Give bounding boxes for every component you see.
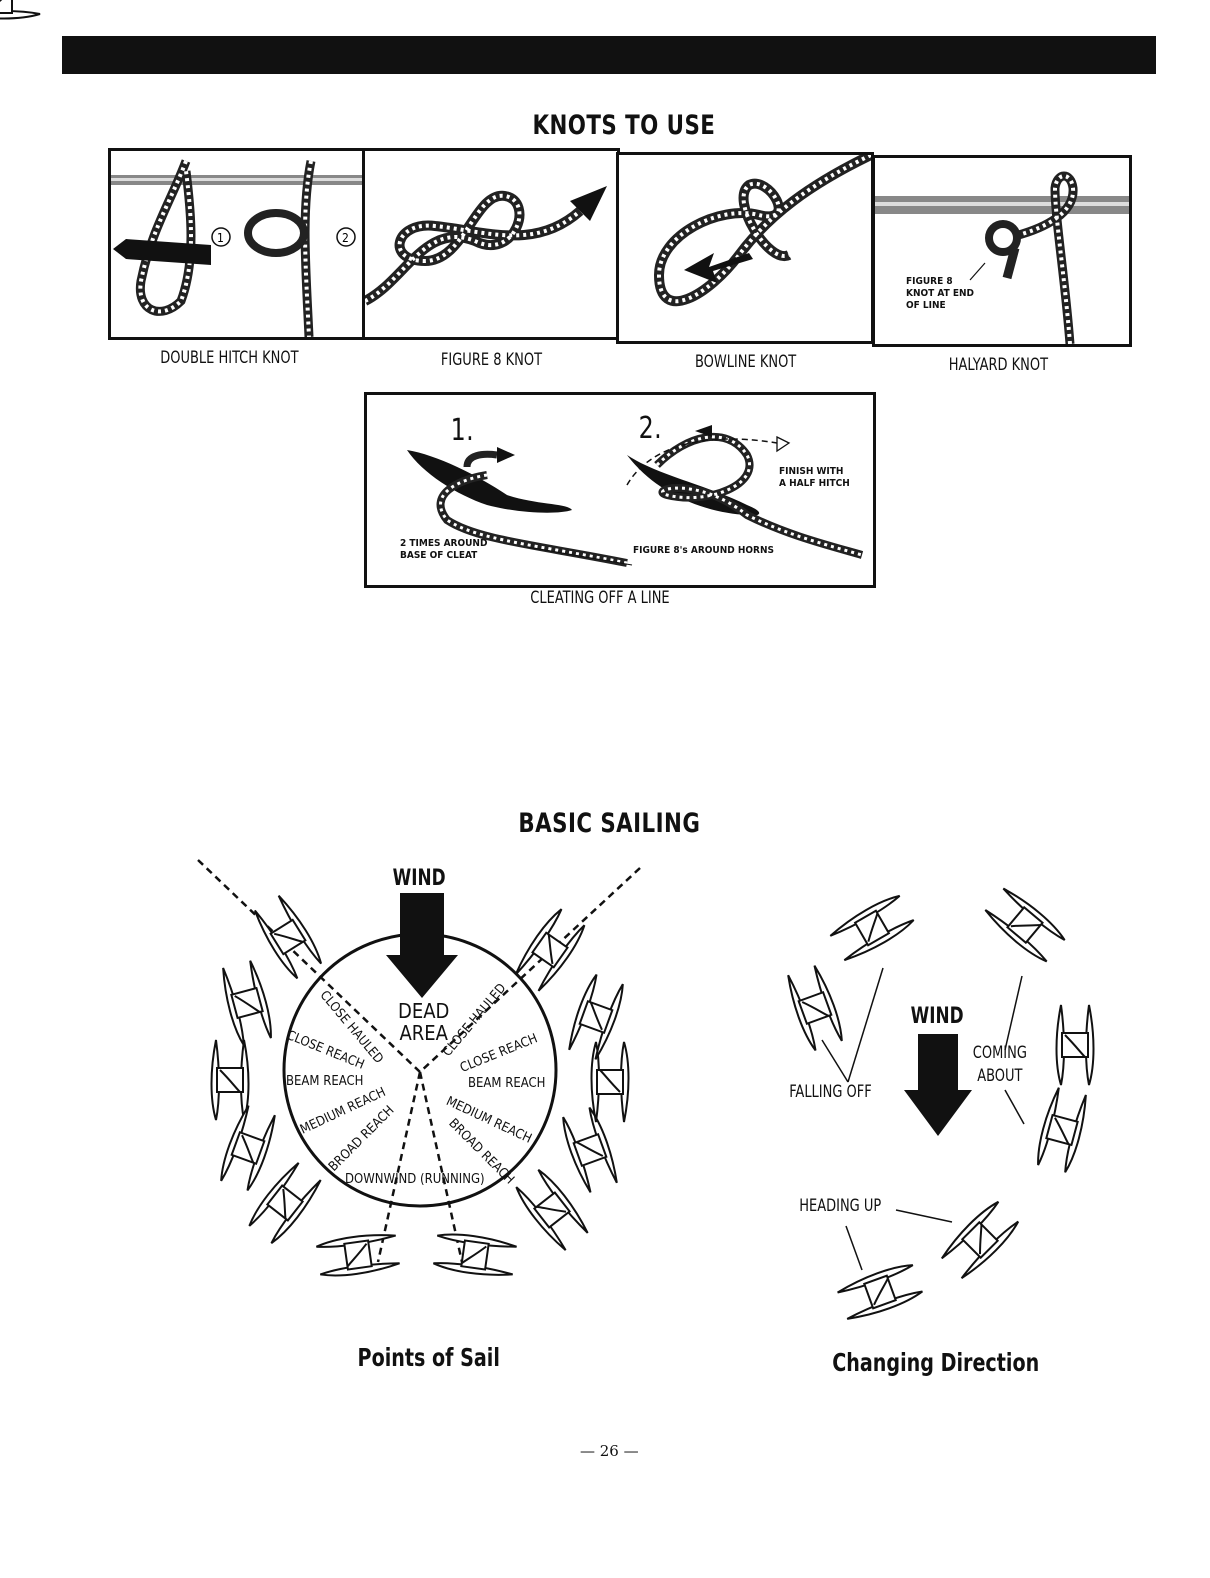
caption-bowline: BOWLINE KNOT: [694, 352, 797, 372]
step-mark-1: 1: [217, 231, 224, 245]
panel-halyard: FIGURE 8 KNOT AT END OF LINE: [872, 155, 1132, 347]
halyard-callout: FIGURE 8 KNOT AT END OF LINE: [906, 276, 975, 311]
knots-title: KNOTS TO USE: [532, 110, 716, 141]
figure8-illustration: [365, 186, 607, 306]
caption-halyard: HALYARD KNOT: [948, 355, 1049, 375]
cleat-note-1: 2 TIMES AROUND BASE OF CLEAT: [400, 538, 488, 561]
label-beam-reach-right: BEAM REACH: [468, 1076, 546, 1091]
dead-area-label: DEAD AREA: [398, 999, 450, 1045]
label-downwind: DOWNWIND (RUNNING): [345, 1172, 485, 1187]
page-number: — 26 —: [580, 1442, 639, 1460]
changing-wind-label: WIND: [910, 1004, 964, 1029]
caption-double-hitch: DOUBLE HITCH KNOT: [160, 348, 299, 368]
step-mark-2: 2: [342, 231, 349, 245]
cleat-step-1: 1.: [450, 413, 475, 448]
panel-cleating: 1. 2. 2 TIMES AROUND BASE OF CLEAT FIGUR…: [364, 392, 876, 588]
label-beam-reach-left: BEAM REACH: [286, 1074, 364, 1089]
points-wind-label: WIND: [392, 866, 446, 891]
caption-figure8: FIGURE 8 KNOT: [440, 350, 543, 370]
caption-cleating: CLEATING OFF A LINE: [530, 588, 670, 608]
panel-double-hitch: 1 2: [108, 148, 366, 340]
falling-off-label: FALLING OFF: [789, 1082, 872, 1102]
coming-about-label: COMING ABOUT: [972, 1043, 1027, 1086]
cleat-note-3: FINISH WITH A HALF HITCH: [779, 466, 850, 489]
catamaran-icon: [0, 0, 41, 20]
points-of-sail-caption: Points of Sail: [357, 1343, 500, 1372]
sailing-title: BASIC SAILING: [518, 808, 701, 839]
heading-up-label: HEADING UP: [799, 1196, 882, 1216]
label-close-reach-right: CLOSE REACH: [458, 1031, 540, 1076]
halyard-illustration: [875, 171, 1129, 344]
panel-figure8: [362, 148, 620, 340]
cleating-illustration: [407, 425, 864, 567]
panel-bowline: [616, 152, 874, 344]
cleat-note-2: FIGURE 8's AROUND HORNS: [633, 545, 774, 556]
bowline-illustration: [653, 155, 871, 307]
cleat-step-2: 2.: [638, 411, 663, 446]
changing-direction-caption: Changing Direction: [832, 1348, 1040, 1377]
header-bar: [62, 36, 1156, 74]
double-hitch-illustration: 1 2: [111, 159, 363, 337]
